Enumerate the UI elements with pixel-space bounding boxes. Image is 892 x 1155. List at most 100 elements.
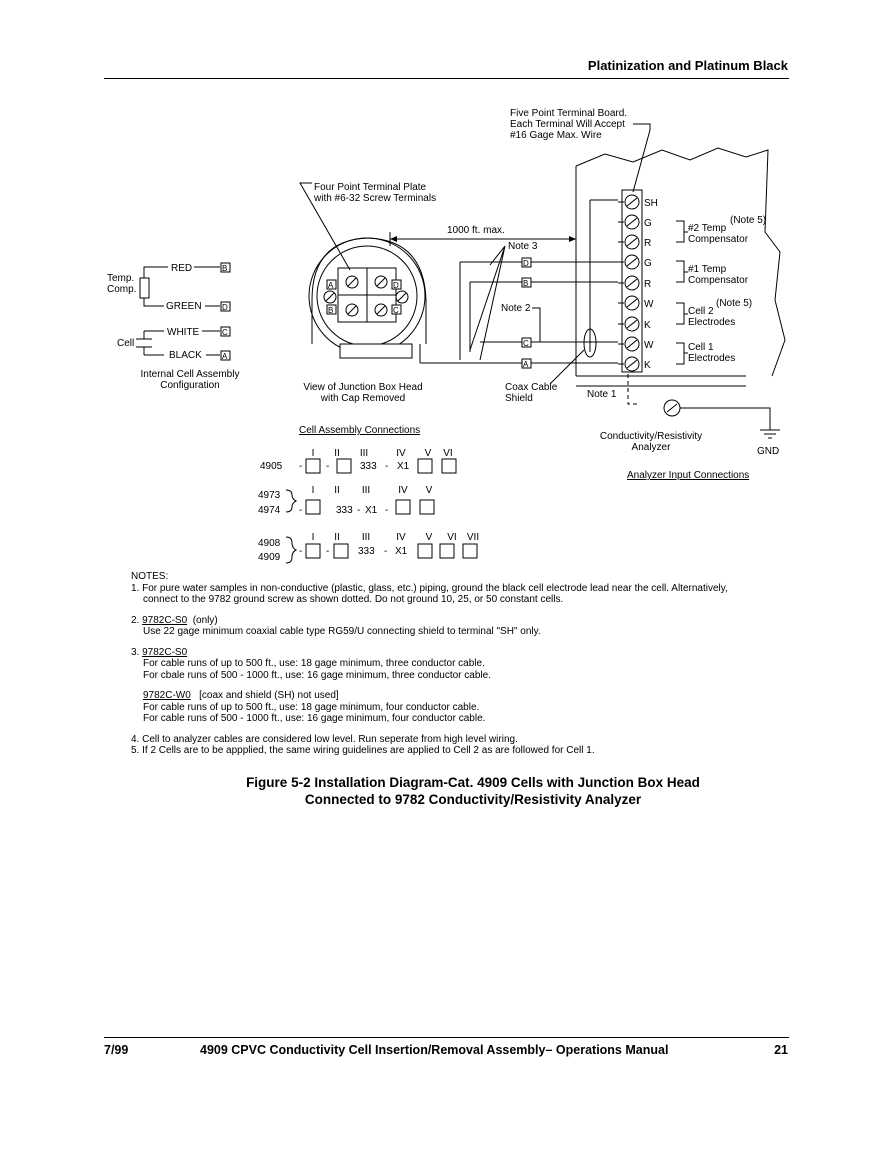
model-code-box (419, 499, 435, 515)
note1-dotted-ground (627, 374, 640, 405)
temp1-label-2: Compensator (688, 275, 749, 286)
letter-d-temp: D (222, 303, 228, 312)
note2-leader (532, 307, 541, 342)
terminal-board-label-3: #16 Gage Max. Wire (510, 130, 602, 141)
svg-text:III: III (362, 532, 370, 543)
dash: - (357, 505, 360, 516)
terminal-screw-slot (626, 278, 638, 288)
letter-b-wire: B (523, 279, 528, 288)
svg-text:III: III (362, 485, 370, 496)
model-4973: 4973 (258, 490, 281, 501)
analyzer-label-1: Conductivity/Resistivity (600, 431, 702, 442)
roman-row-4973: I II III IV V (312, 485, 433, 496)
svg-text:II: II (334, 532, 340, 543)
terminal-screw-slot (626, 298, 638, 308)
terminal-board-leader (632, 123, 651, 193)
code-333: 333 (336, 505, 353, 516)
footer-rule (104, 1037, 789, 1038)
terminal-sh: SH (644, 198, 658, 209)
model-code-box (439, 543, 455, 559)
note-3: 3. 9782C-S0 (131, 646, 188, 658)
svg-text:V: V (426, 485, 433, 496)
cell1-label-2: Electrodes (688, 353, 735, 364)
dash: - (299, 461, 302, 472)
terminal-screw-slot (626, 319, 638, 329)
letter-b-plate: B (328, 306, 333, 315)
terminal-w1: W (644, 340, 654, 351)
footer-page-number: 21 (774, 1043, 788, 1057)
note-3c: For cable runs of up to 500 ft., use: 18… (143, 701, 480, 713)
note3-label: Note 3 (508, 241, 538, 252)
model-4909: 4909 (258, 552, 281, 563)
letter-a-wire: A (523, 360, 529, 369)
model-code-box (305, 499, 321, 515)
wire-white-label: WHITE (167, 327, 200, 338)
model-4908: 4908 (258, 538, 281, 549)
code-333: 333 (360, 461, 377, 472)
model-4905: 4905 (260, 461, 283, 472)
terminal-k1: K (644, 360, 651, 371)
wire-shield (589, 199, 618, 352)
cell2-label-2: Electrodes (688, 317, 735, 328)
model-code-box (305, 458, 321, 474)
brace-4973-4974 (285, 489, 298, 513)
brace-4908-4909 (285, 536, 298, 564)
model-code-box (441, 458, 457, 474)
dash: - (385, 505, 388, 516)
model-code-boxes (305, 458, 478, 559)
gnd-symbol (760, 429, 780, 439)
coax-shield-marker (583, 328, 597, 358)
roman-row-4908: I II III IV V VI VII (312, 532, 480, 543)
cell-assembly-label: Cell Assembly Connections (299, 425, 420, 436)
svg-text:IV: IV (398, 485, 408, 496)
terminal-g1: G (644, 258, 652, 269)
coax-label-2: Shield (505, 393, 533, 404)
model-code-box (462, 543, 478, 559)
dash: - (326, 546, 329, 557)
model-code-box (336, 458, 352, 474)
header-rule (104, 78, 789, 79)
caption-line-2: Connected to 9782 Conductivity/Resistivi… (304, 792, 642, 807)
note2-label: Note 2 (501, 303, 531, 314)
section-title: Platinization and Platinum Black (587, 58, 788, 73)
junction-box-head (308, 237, 427, 359)
coax-label-1: Coax Cable (505, 382, 558, 393)
bracket-temp1 (676, 260, 688, 283)
analyzer-enclosure-bottom (576, 375, 746, 387)
svg-text:V: V (426, 532, 433, 543)
code-x1: X1 (395, 546, 408, 557)
note-2: 2. 9782C-S0 (only) (131, 614, 218, 626)
dash: - (299, 505, 302, 516)
note-2-text: Use 22 gage minimum coaxial cable type R… (143, 626, 541, 637)
dash: - (385, 461, 388, 472)
letter-b-temp: B (222, 264, 227, 273)
note3-leaders (469, 245, 506, 361)
notes: NOTES: 1. For pure water samples in non-… (131, 571, 791, 757)
gnd-label: GND (757, 446, 779, 457)
bracket-cell2 (676, 302, 688, 325)
terminal-screw-slot (626, 217, 638, 227)
note-4: 4. Cell to analyzer cables are considere… (131, 733, 518, 745)
bracket-temp2 (676, 220, 688, 243)
internal-config-label-1: Internal Cell Assembly (141, 369, 240, 380)
terminal-board-label-1: Five Point Terminal Board. (510, 108, 627, 119)
model-code-box (417, 458, 433, 474)
note-1a: 1. For pure water samples in non-conduct… (131, 582, 728, 594)
terminal-screw-slot (626, 359, 638, 369)
footer-title: 4909 CPVC Conductivity Cell Insertion/Re… (200, 1043, 669, 1057)
wire-green-label: GREEN (166, 301, 202, 312)
note-3b: For cbale runs of 500 - 1000 ft., use: 1… (143, 669, 491, 681)
ground-screw-slot (666, 403, 678, 413)
analyzer-enclosure-top-edge (575, 147, 786, 377)
figure-caption: Figure 5-2 Installation Diagram-Cat. 490… (200, 774, 746, 808)
footer-date: 7/99 (104, 1043, 129, 1057)
terminal-plate-label-1: Four Point Terminal Plate (314, 182, 427, 193)
letter-c-plate: C (393, 306, 399, 315)
model-code-box (305, 543, 321, 559)
terminal-board-label-2: Each Terminal Will Accept (510, 119, 625, 130)
internal-cell-config (136, 266, 220, 356)
wire-red-label: RED (171, 263, 192, 274)
letter-boxes (220, 257, 532, 369)
model-code-box (417, 543, 433, 559)
